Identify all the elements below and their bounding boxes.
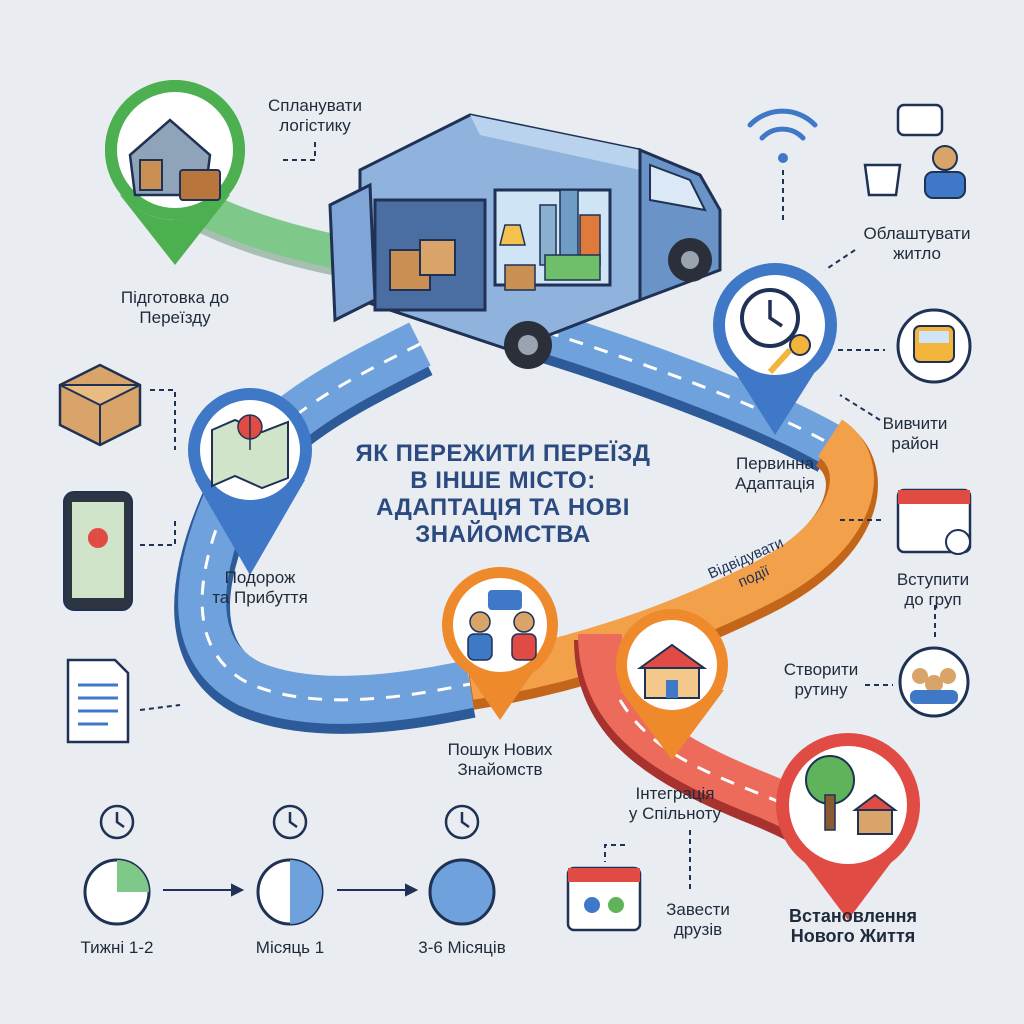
stage-label-adapt: Первинна Адаптація [705, 454, 845, 494]
task-label-routine-line2: рутину [794, 680, 848, 699]
stage-label-integ-line2: у Спільноту [628, 804, 722, 823]
task-label-groups-line2: до груп [904, 590, 962, 609]
document-icon [66, 658, 130, 744]
coffee-chat-icon [863, 103, 966, 199]
page-title: ЯК ПЕРЕЖИТИ ПЕРЕЇЗД В ІНШЕ МІСТО: АДАПТА… [338, 440, 668, 548]
stage-label-travel: Подорож та Прибуття [180, 568, 340, 608]
task-label-groups-line1: Вступити [896, 570, 970, 589]
stage-label-prep-line2: Переїзду [139, 308, 211, 327]
task-label-groups: Вступити до груп [878, 570, 988, 610]
stage-label-adapt-line1: Первинна [736, 454, 814, 473]
stage-label-prep-line1: Підготовка до [120, 288, 230, 307]
stage-label-newlife-line1: Встановлення [789, 906, 917, 926]
stage-label-adapt-line2: Адаптація [735, 474, 815, 493]
pin-adapt-clock-key [713, 263, 837, 435]
stage-label-travel-line1: Подорож [224, 568, 296, 587]
timeline-label-2: Місяць 1 [255, 938, 325, 957]
timeline-label-1: Тижні 1-2 [80, 938, 154, 957]
pin-integ-community [616, 609, 728, 760]
stage-label-travel-line2: та Прибуття [212, 588, 308, 607]
title-line-3: АДАПТАЦІЯ ТА НОВІ [376, 494, 630, 521]
timeline-arrows [163, 883, 419, 897]
stage-label-integ-line1: Інтеграція [635, 784, 715, 803]
task-label-routine-line1: Створити [783, 660, 859, 679]
bus-icon [896, 308, 972, 384]
connector-arrows [139, 142, 936, 890]
pin-travel-map [188, 388, 312, 575]
task-label-district-line1: Вивчити [882, 414, 948, 433]
timeline-progress-1 [83, 858, 151, 926]
stage-label-search-line1: Пошук Нових [447, 740, 553, 759]
calendar-icon [896, 488, 972, 555]
moving-truck-illustration [328, 113, 722, 369]
task-label-routine: Створити рутину [766, 660, 876, 700]
timeline-clock-icon-2 [272, 804, 308, 840]
timeline-progress-3 [428, 858, 496, 926]
task-label-district: Вивчити район [860, 414, 970, 454]
timeline-clock-icon-1 [99, 804, 135, 840]
task-label-logistics-line1: Спланувати [268, 96, 362, 115]
box-icon [58, 363, 142, 447]
task-label-home-line1: Облаштувати [863, 224, 971, 243]
task-label-home: Облаштувати житло [842, 224, 992, 264]
stage-label-newlife-line2: Нового Життя [790, 926, 916, 946]
timeline-clock-icon-3 [444, 804, 480, 840]
pin-prep-house [104, 80, 245, 265]
task-label-logistics-line2: логістику [279, 116, 351, 135]
pin-newlife-tree [776, 733, 920, 920]
timeline [83, 804, 496, 926]
timeline-progress-2 [256, 858, 324, 926]
stage-label-prep: Підготовка до Переїзду [90, 288, 260, 328]
title-line-1: ЯК ПЕРЕЖИТИ ПЕРЕЇЗД [355, 440, 651, 467]
task-label-home-line2: житло [893, 244, 941, 263]
stage-label-newlife: Встановлення Нового Життя [768, 906, 938, 946]
timeline-label-3: 3-6 Місяців [418, 938, 506, 957]
stage-label-search-line2: Знайомств [457, 760, 543, 779]
title-line-4: ЗНАЙОМСТВА [415, 521, 591, 548]
title-line-2: В ІНШЕ МІСТО: [410, 467, 596, 494]
phone-map-icon [63, 491, 133, 611]
group-people-icon [898, 646, 970, 718]
calendar-friends-icon [566, 866, 642, 932]
task-label-friends-line1: Завести [666, 900, 730, 919]
task-label-friends: Завести друзів [648, 900, 748, 940]
task-label-district-line2: район [891, 434, 939, 453]
task-label-friends-line2: друзів [673, 920, 723, 939]
task-label-logistics: Спланувати логістику [250, 96, 380, 136]
wifi-icon [747, 108, 818, 163]
pin-search-people [442, 567, 558, 720]
stage-label-search: Пошук Нових Знайомств [420, 740, 580, 780]
stage-label-integ: Інтеграція у Спільноту [595, 784, 755, 824]
